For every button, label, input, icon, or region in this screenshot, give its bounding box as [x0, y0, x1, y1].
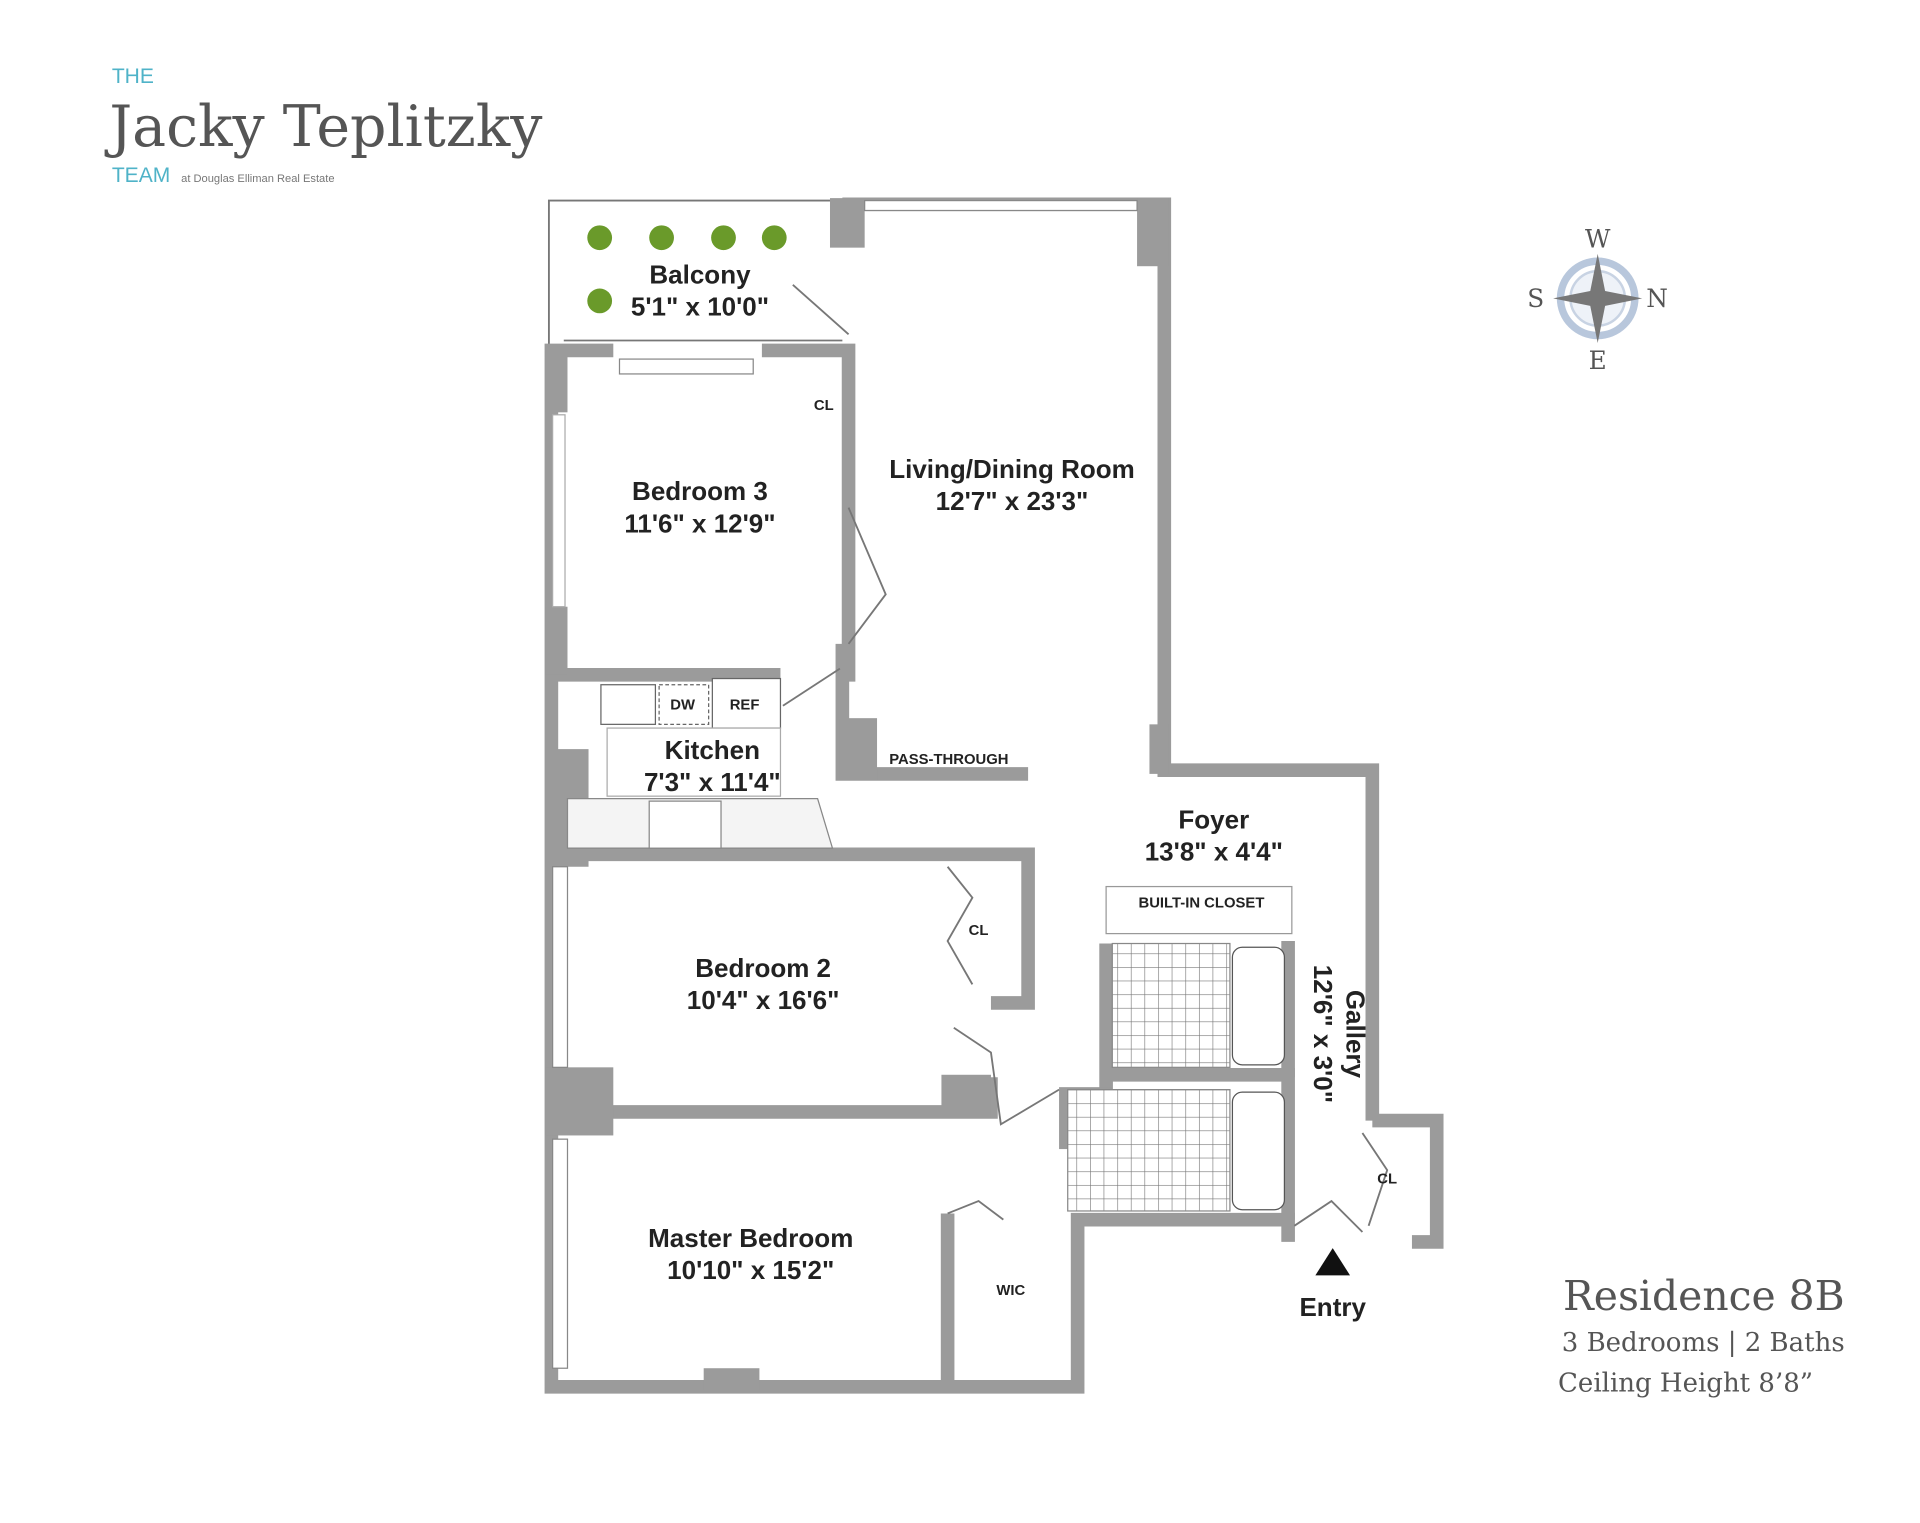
dishwasher-label: DW [670, 697, 695, 713]
residence-summary: 3 Bedrooms | 2 Baths [1562, 1328, 1845, 1358]
gallery-dims: 12'6" x 3'0" [1308, 965, 1338, 1103]
compass-w: W [1585, 225, 1611, 254]
closet-label-bedroom3: CL [814, 398, 834, 414]
entry-arrow-icon [1315, 1248, 1351, 1276]
built-in-closet [1105, 885, 1293, 935]
logo-team: TEAM [112, 164, 170, 187]
compass-e: E [1589, 346, 1607, 375]
refrigerator-label: REF [730, 697, 760, 713]
bathroom-1 [1111, 942, 1231, 1068]
logo-name: Jacky Teplitzky [104, 94, 542, 160]
walk-in-closet-label: WIC [996, 1283, 1025, 1299]
bedroom3-dims: 11'6" x 12'9" [624, 508, 775, 538]
bedroom2-name: Bedroom 2 [695, 953, 831, 983]
closet-label-entry: CL [1377, 1172, 1397, 1188]
bathtub-2 [1231, 1091, 1286, 1211]
plants [587, 225, 787, 314]
balcony-name: Balcony [649, 260, 751, 290]
balcony-dims: 5'1" x 10'0" [631, 292, 769, 322]
closet-label-bedroom2: CL [969, 923, 989, 939]
compass-s: S [1527, 284, 1544, 313]
kitchen-dims: 7'3" x 11'4" [644, 767, 781, 797]
living-dims: 12'7" x 23'3" [936, 486, 1089, 516]
living-name: Living/Dining Room [889, 454, 1135, 484]
entry-label: Entry [1299, 1292, 1366, 1322]
pass-through-label: PASS-THROUGH [889, 752, 1008, 768]
residence-ceiling: Ceiling Height 8’8” [1558, 1369, 1813, 1399]
kitchen-name: Kitchen [665, 735, 760, 765]
compass-n: N [1646, 284, 1668, 313]
walls [544, 197, 1444, 1394]
bedroom2-dims: 10'4" x 16'6" [687, 985, 840, 1015]
compass-icon: W S N E [1527, 225, 1668, 375]
bedroom3-name: Bedroom 3 [632, 476, 768, 506]
built-in-closet-label: BUILT-IN CLOSET [1139, 896, 1265, 912]
master-dims: 10'10" x 15'2" [667, 1255, 834, 1285]
bathtub-1 [1231, 946, 1286, 1066]
master-name: Master Bedroom [648, 1223, 853, 1253]
logo-affiliation: at Douglas Elliman Real Estate [181, 173, 334, 185]
foyer-name: Foyer [1178, 804, 1249, 834]
bathroom-2 [1067, 1089, 1231, 1212]
logo-the: THE [112, 65, 154, 88]
foyer-dims: 13'8" x 4'4" [1145, 837, 1283, 867]
logo: THE Jacky Teplitzky TEAM at Douglas Elli… [104, 65, 542, 187]
kitchen-fixtures [566, 677, 834, 849]
gallery-name: Gallery [1340, 990, 1370, 1079]
residence-title: Residence 8B [1563, 1272, 1845, 1320]
